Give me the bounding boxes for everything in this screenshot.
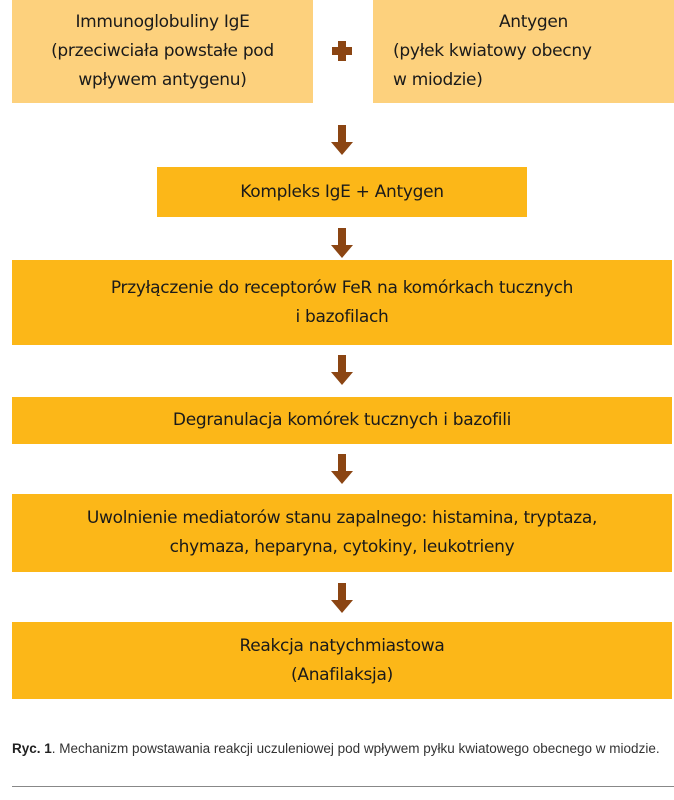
arrow-down-icon	[331, 228, 353, 258]
arrow-down-icon	[331, 454, 353, 484]
box-line: (przeciwciała powstałe pod	[51, 41, 274, 61]
box-line: Immunoglobuliny IgE	[75, 12, 250, 32]
box-line: wpływem antygenu)	[78, 70, 247, 90]
step-mediator-release: Uwolnienie mediatorów stanu zapalnego: h…	[12, 494, 672, 572]
caption-label: Ryc. 1	[12, 741, 52, 756]
plus-icon	[332, 41, 352, 61]
antigen-box: Antygen (pyłek kwiatowy obecny w miodzie…	[373, 0, 674, 103]
box-line: Reakcja natychmiastowa	[239, 635, 445, 656]
box-line: Przyłączenie do receptorów FeR na komórk…	[110, 277, 574, 298]
box-line: chymaza, heparyna, cytokiny, leukotrieny	[169, 537, 515, 557]
box-line: w miodzie)	[393, 70, 483, 90]
step-receptor-binding: Przyłączenie do receptorów FeR na komórk…	[12, 260, 672, 345]
divider	[12, 786, 674, 787]
step-anaphylaxis: Reakcja natychmiastowa (Anafilaksja)	[12, 622, 672, 699]
box-line: i bazofilach	[295, 306, 389, 327]
arrow-down-icon	[331, 583, 353, 613]
step-degranulation: Degranulacja komórek tucznych i bazofili	[12, 397, 672, 444]
box-line: Antygen	[498, 12, 569, 32]
box-line: Uwolnienie mediatorów stanu zapalnego: h…	[86, 508, 598, 528]
arrow-down-icon	[331, 355, 353, 385]
step-complex: Kompleks IgE + Antygen	[157, 167, 527, 217]
box-line: Kompleks IgE + Antygen	[240, 181, 444, 202]
box-line: (pyłek kwiatowy obecny	[393, 41, 592, 61]
box-line: (Anafilaksja)	[291, 664, 393, 685]
arrow-down-icon	[331, 125, 353, 155]
box-line: Degranulacja komórek tucznych i bazofili	[172, 410, 512, 430]
caption-text: . Mechanizm powstawania reakcji uczuleni…	[51, 741, 660, 756]
figure-caption: Ryc. 1. Mechanizm powstawania reakcji uc…	[12, 740, 662, 757]
ige-box: Immunoglobuliny IgE (przeciwciała powsta…	[12, 0, 313, 103]
